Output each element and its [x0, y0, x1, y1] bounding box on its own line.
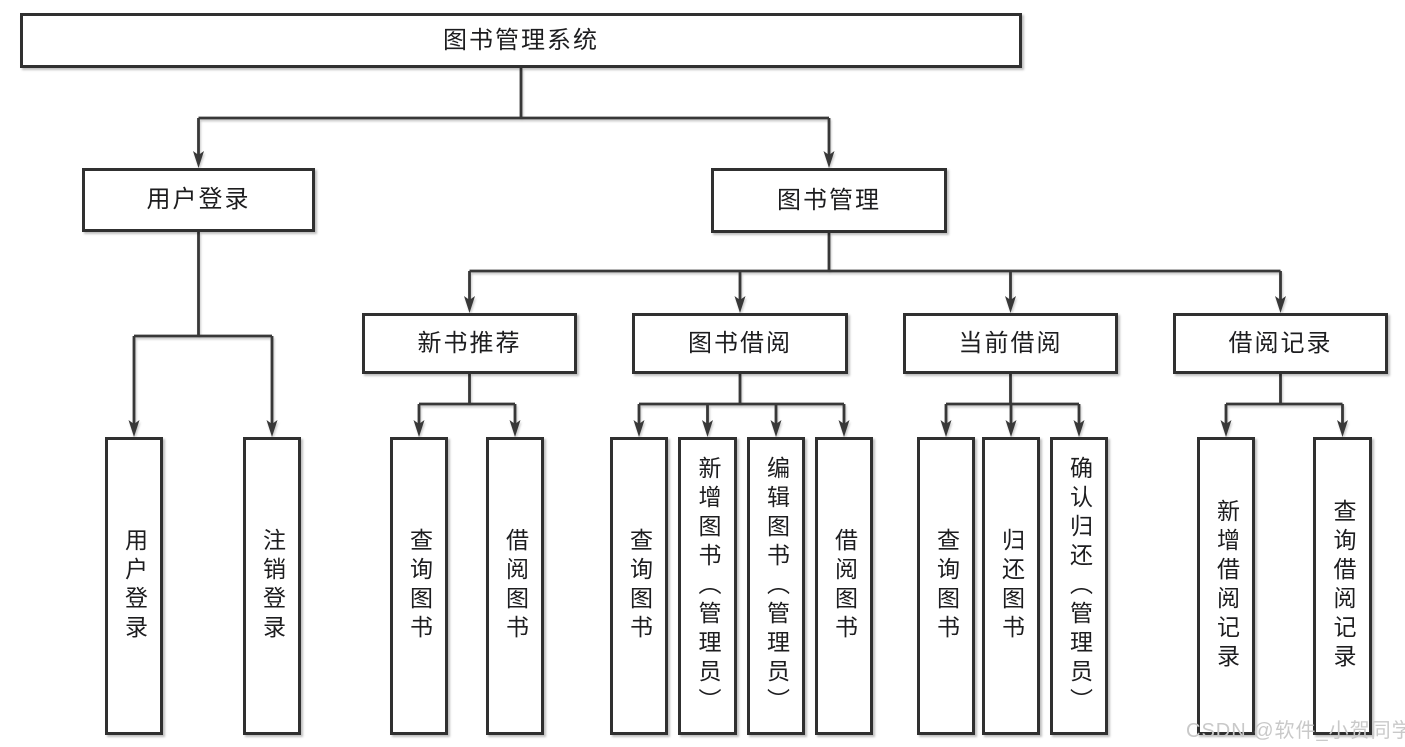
node-book-mgmt-label: 图书管理: [777, 186, 881, 214]
csdn-watermark: CSDN @软件_小贺同学: [1186, 720, 1405, 742]
node-book-borrow-label: 图书借阅: [688, 329, 792, 357]
leaf-query-book-2-label: 查询图书: [626, 528, 653, 644]
leaf-confirm-return: 确认归还（管理员）: [1050, 437, 1108, 735]
leaf-query-book-3: 查询图书: [917, 437, 975, 735]
leaf-add-book-label: 新增图书（管理员）: [695, 455, 721, 717]
leaf-borrow-book-1: 借阅图书: [486, 437, 544, 735]
node-book-borrow: 图书借阅: [632, 313, 848, 374]
leaf-edit-book-label: 编辑图书（管理员）: [763, 455, 790, 717]
leaf-add-record: 新增借阅记录: [1197, 437, 1255, 735]
leaf-edit-book: 编辑图书（管理员）: [747, 437, 805, 735]
node-root-label: 图书管理系统: [443, 26, 599, 54]
node-book-mgmt: 图书管理: [711, 168, 947, 233]
leaf-confirm-return-label: 确认归还（管理员）: [1066, 455, 1093, 717]
leaf-query-record: 查询借阅记录: [1313, 437, 1372, 735]
leaf-query-book-1: 查询图书: [390, 437, 448, 735]
leaf-query-book-3-label: 查询图书: [933, 528, 960, 644]
leaf-borrow-book-2: 借阅图书: [815, 437, 873, 735]
node-user-login: 用户登录: [82, 168, 315, 232]
leaf-add-record-label: 新增借阅记录: [1213, 499, 1240, 673]
leaf-user-login: 用户登录: [105, 437, 163, 735]
node-current-borrow-label: 当前借阅: [958, 329, 1063, 357]
node-borrow-records: 借阅记录: [1173, 313, 1388, 374]
leaf-query-record-label: 查询借阅记录: [1330, 499, 1356, 673]
leaf-return-book: 归还图书: [982, 437, 1040, 735]
leaf-borrow-book-1-label: 借阅图书: [502, 528, 529, 644]
leaf-return-book-label: 归还图书: [998, 528, 1025, 644]
node-user-login-label: 用户登录: [146, 186, 251, 213]
node-current-borrow: 当前借阅: [903, 313, 1118, 374]
leaf-logout: 注销登录: [243, 437, 301, 735]
node-new-book-rec-label: 新书推荐: [417, 329, 522, 357]
leaf-borrow-book-2-label: 借阅图书: [831, 528, 858, 644]
leaf-logout-label: 注销登录: [259, 528, 286, 644]
leaf-query-book-2: 查询图书: [610, 437, 668, 735]
node-root: 图书管理系统: [20, 13, 1022, 68]
leaf-add-book: 新增图书（管理员）: [678, 437, 737, 735]
leaf-query-book-1-label: 查询图书: [406, 528, 433, 644]
node-borrow-records-label: 借阅记录: [1228, 329, 1333, 357]
leaf-user-login-label: 用户登录: [121, 528, 148, 644]
node-new-book-rec: 新书推荐: [362, 313, 577, 374]
